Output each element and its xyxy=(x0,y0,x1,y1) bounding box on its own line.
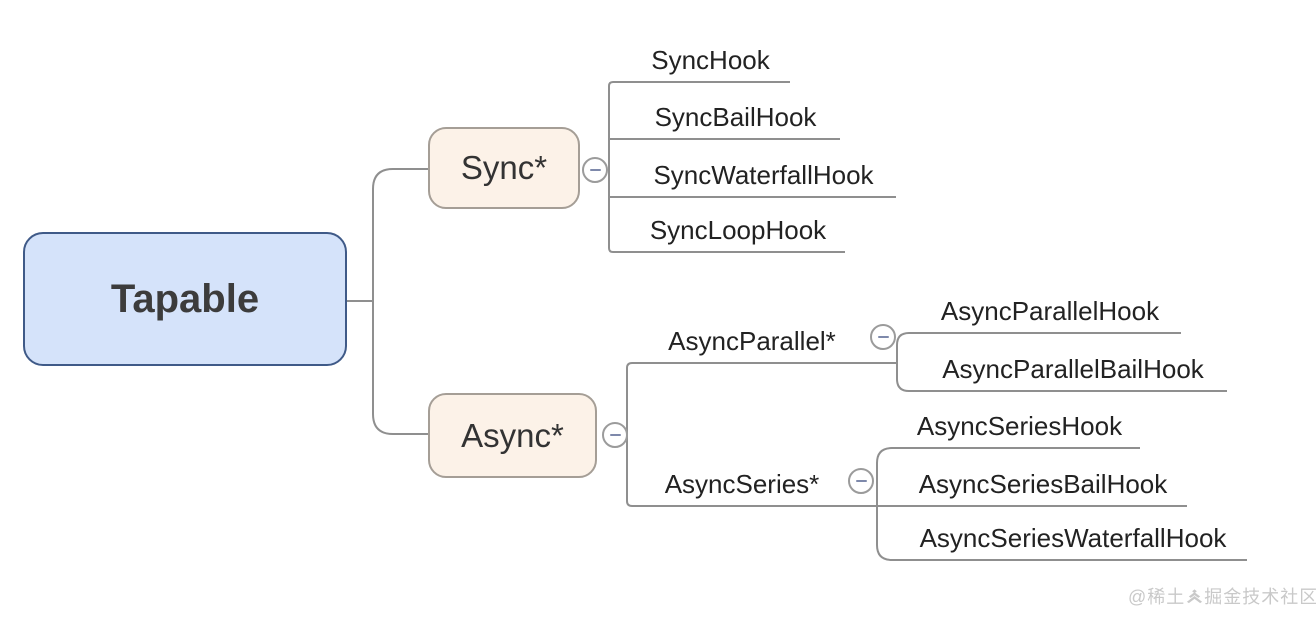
node-async-parallel-bail-hook[interactable]: AsyncParallelBailHook xyxy=(942,354,1204,384)
node-async-series[interactable]: AsyncSeries* xyxy=(664,469,820,499)
node-sync-waterfall-hook[interactable]: SyncWaterfallHook xyxy=(653,160,874,190)
minus-glyph xyxy=(609,434,621,436)
collapse-icon-async-parallel[interactable] xyxy=(870,324,896,350)
minus-glyph xyxy=(877,336,889,338)
node-sync-hook[interactable]: SyncHook xyxy=(651,45,770,75)
watermark: @稀土 掘金技术社区 xyxy=(1128,583,1316,609)
node-sync[interactable]: Sync* xyxy=(428,127,580,209)
juejin-logo-icon xyxy=(1186,588,1203,604)
node-async[interactable]: Async* xyxy=(428,393,597,478)
node-async-parallel[interactable]: AsyncParallel* xyxy=(668,326,836,356)
node-sync-loop-hook[interactable]: SyncLoopHook xyxy=(649,215,827,245)
watermark-prefix: @稀土 xyxy=(1128,587,1186,607)
watermark-suffix: 掘金技术社区 xyxy=(1204,587,1316,607)
node-async-parallel-hook[interactable]: AsyncParallelHook xyxy=(940,296,1160,326)
node-async-series-waterfall-hook[interactable]: AsyncSeriesWaterfallHook xyxy=(919,523,1227,553)
collapse-icon-async[interactable] xyxy=(602,422,628,448)
minus-glyph xyxy=(589,169,601,171)
node-tapable[interactable]: Tapable xyxy=(23,232,347,366)
node-async-series-hook[interactable]: AsyncSeriesHook xyxy=(916,411,1123,441)
collapse-icon-sync[interactable] xyxy=(582,157,608,183)
node-async-series-bail-hook[interactable]: AsyncSeriesBailHook xyxy=(918,469,1168,499)
minus-glyph xyxy=(855,480,867,482)
collapse-icon-async-series[interactable] xyxy=(848,468,874,494)
node-sync-bail-hook[interactable]: SyncBailHook xyxy=(654,102,817,132)
